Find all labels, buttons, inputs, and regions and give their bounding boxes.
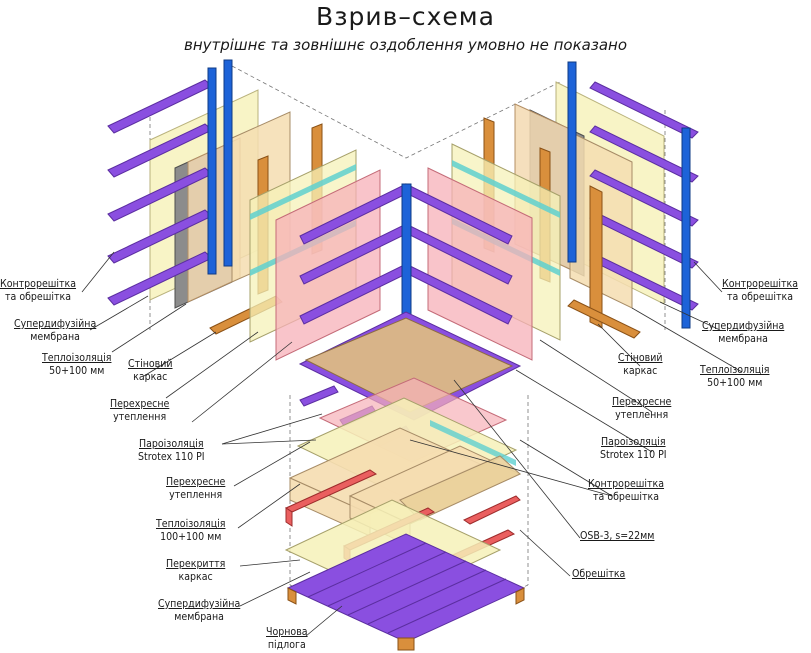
label-left-membrane: Супердифузійна мембрана (14, 318, 97, 343)
right-counter-battens (589, 81, 699, 311)
label-lathing: Обрешітка (572, 568, 626, 580)
label-right-frame: Стіновий каркас (618, 352, 663, 377)
label-left-cross: Перехресне утеплення (110, 398, 170, 423)
leader-lines (81, 251, 743, 637)
page-title: Взрив–схема (316, 2, 495, 31)
right-wall (427, 61, 699, 361)
floor-teal-strip (430, 420, 516, 466)
label-left-frame: Стіновий каркас (128, 358, 173, 383)
floor-stack (284, 311, 526, 651)
label-left-insulation: Теплоізоляція 50+100 мм (42, 352, 112, 377)
label-floor-insulation: Теплоізоляція 100+100 мм (156, 518, 226, 543)
right-blue-battens (567, 61, 691, 329)
label-subfloor: Чорнова підлога (266, 626, 308, 651)
label-floor-frame: Перекриття каркас (166, 558, 226, 583)
label-right-cross: Перехресне утеплення (612, 396, 672, 421)
left-wall (107, 59, 381, 361)
label-right-insulation: Теплоізоляція 50+100 мм (700, 364, 770, 389)
subfloor-joists (287, 587, 525, 651)
center-blue-post (401, 183, 412, 327)
label-right-counter-batten: Контрорешітка та обрешітка (722, 278, 799, 303)
label-right-membrane: Супердифузійна мембрана (702, 320, 785, 345)
label-floor-cross: Перехресне утеплення (166, 476, 226, 501)
label-center-counter-batten: Контрорешітка та обрешітка (588, 478, 665, 503)
page-subtitle: внутрішнє та зовнішнє оздоблення умовно … (183, 36, 627, 54)
label-right-vapor: Пароізоляція Strotex 110 PI (600, 436, 667, 461)
label-floor-membrane: Супердифузійна мембрана (158, 598, 241, 623)
label-osb: OSB-3, s=22мм (580, 530, 655, 542)
subfloor-boards (307, 542, 507, 634)
left-blue-battens (207, 59, 233, 275)
label-left-counter-batten: Контрорешітка та обрешітка (0, 278, 77, 303)
label-left-vapor: Пароізоляція Strotex 110 PI (138, 438, 205, 463)
center-counter-battens (299, 183, 513, 327)
